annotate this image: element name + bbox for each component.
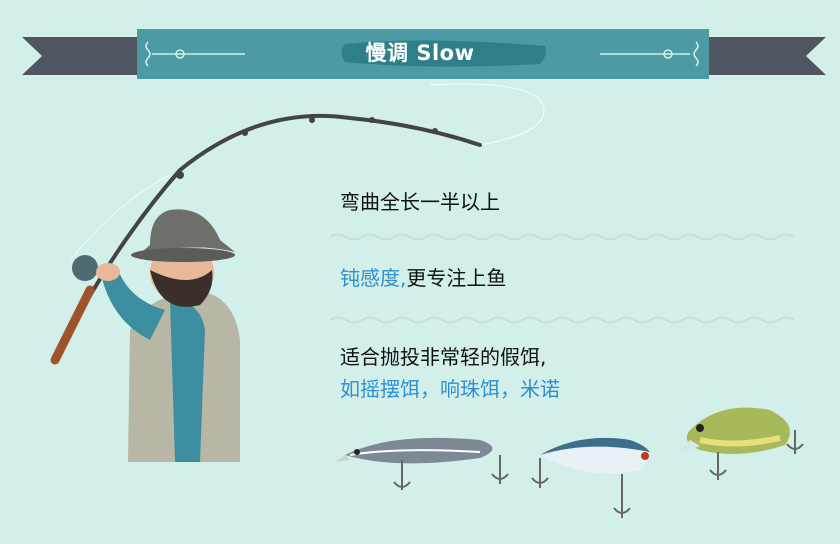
banner-ribbon [22,29,826,79]
text-line-3: 适合抛投非常轻的假饵, [340,345,547,369]
text-line-2-highlight: 钝感度, [340,266,407,290]
minnow-lure-icon [335,437,509,490]
wave-divider-2 [330,316,795,324]
wave-divider-1 [330,233,795,241]
banner-title: 慢调 Slow [365,41,475,65]
text-line-4: 如摇摆饵，响珠饵，米诺 [340,377,560,401]
rattle-lure-icon [531,437,650,518]
ribbon-tail-left [22,37,140,75]
title-brush [341,40,546,67]
text-line-2-rest: 更专注上鱼 [406,266,507,290]
text-line-2: 钝感度,更专注上鱼 [340,262,506,291]
ribbon-tail-right [700,37,826,75]
crankbait-lure-icon [672,407,804,480]
text-line-1: 弯曲全长一半以上 [340,190,500,214]
